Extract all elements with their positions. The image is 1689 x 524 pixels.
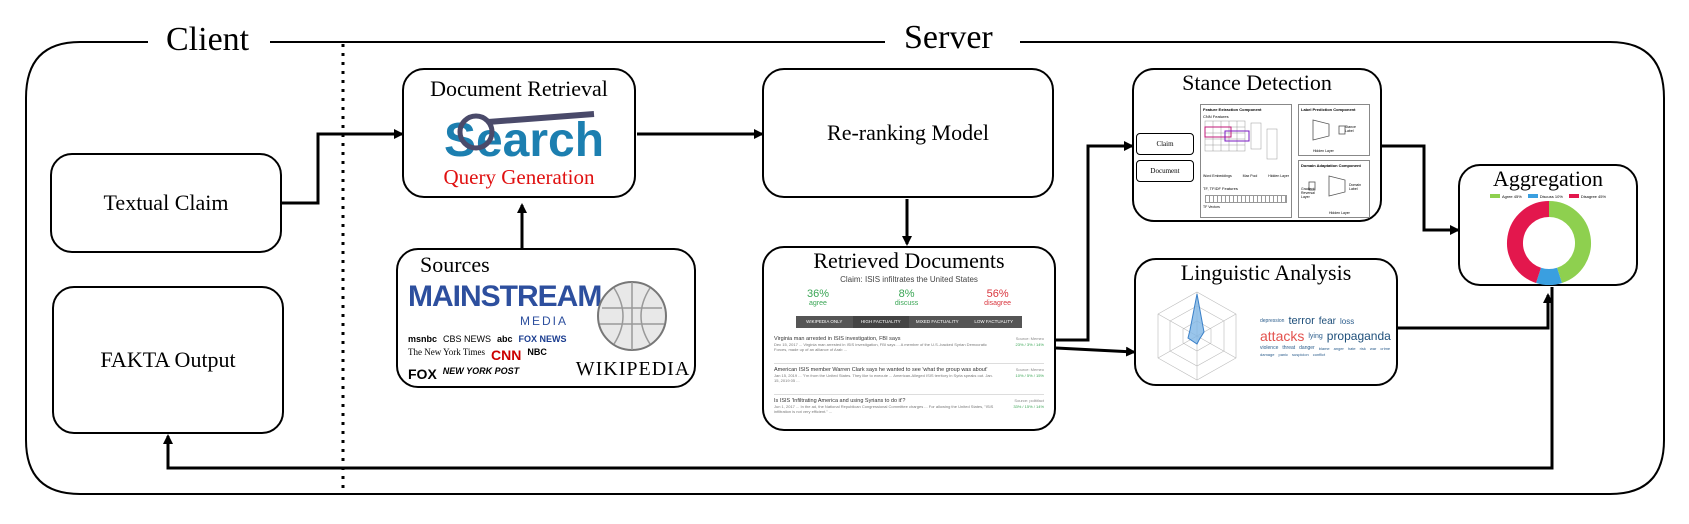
arrow-retrieved-to-stance bbox=[1056, 141, 1134, 342]
search-logo: Search bbox=[444, 111, 604, 166]
cloud-word: blame bbox=[1318, 345, 1330, 351]
legend-disagree: Disagree 45% bbox=[1568, 194, 1606, 199]
retrieved-documents-title: Retrieved Documents bbox=[813, 248, 1005, 273]
outlet-logo: NBC bbox=[527, 347, 547, 357]
outlet-logo: FOX bbox=[408, 366, 437, 382]
cloud-word: propaganda bbox=[1326, 329, 1391, 343]
cloud-word: war bbox=[1369, 345, 1377, 351]
cloud-word: terror bbox=[1288, 315, 1315, 327]
stance-claim-input: Claim bbox=[1136, 133, 1194, 155]
outlet-logo: The New York Times bbox=[408, 347, 486, 357]
donut-slice-agree bbox=[1548, 201, 1591, 283]
aggregation-donut-chart bbox=[1507, 201, 1591, 285]
sources-box: Sources MAINSTREAM MEDIA msnbc CBS NEWS … bbox=[396, 248, 696, 388]
fakta-output-label: FAKTA Output bbox=[100, 347, 236, 372]
cloud-word: anger bbox=[1333, 345, 1344, 351]
client-label: Client bbox=[148, 20, 268, 60]
legend-agree: Agree 45% bbox=[1489, 194, 1522, 199]
aggregation-title: Aggregation bbox=[1493, 166, 1603, 191]
wikipedia-globe-icon bbox=[597, 281, 667, 351]
article-list: Virginia man arrested in ISIS investigat… bbox=[774, 336, 1044, 425]
cloud-word: suspicion bbox=[1292, 352, 1309, 357]
donut-slice-disagree bbox=[1507, 201, 1550, 283]
cnn-feature-grid bbox=[1204, 120, 1278, 160]
cloud-word: threat bbox=[1282, 345, 1296, 351]
cloud-word: conflict bbox=[1312, 352, 1326, 357]
filter-high-factuality[interactable]: HIGH FACTUALITY bbox=[852, 316, 909, 328]
donut-slice-discuss bbox=[1536, 267, 1562, 285]
document-retrieval-title: Document Retrieval bbox=[430, 76, 608, 101]
legend-discuss: Discuss 10% bbox=[1527, 194, 1563, 199]
document-retrieval-box: Document Retrieval Search Query Generati… bbox=[402, 68, 636, 198]
reranking-box: Re-ranking Model bbox=[762, 68, 1054, 198]
arrow-retrieved-to-linguistic bbox=[1055, 346, 1136, 357]
stat-discuss: 8% discuss bbox=[894, 288, 919, 307]
arrow-claim-to-retrieval bbox=[281, 129, 404, 205]
linguistic-analysis-title: Linguistic Analysis bbox=[1180, 260, 1352, 285]
factuality-filter-bar: WIKIPEDIA ONLY HIGH FACTUALITY MIXED FAC… bbox=[796, 316, 1022, 328]
filter-low-factuality[interactable]: LOW FACTUALITY bbox=[974, 319, 1014, 324]
cloud-word: fear bbox=[1318, 315, 1336, 327]
label-prediction-component: Label Prediction Component Stance Label … bbox=[1298, 104, 1370, 156]
magnifier-icon bbox=[457, 113, 495, 151]
aggregation-box: Aggregation Agree 45% Discuss 10% Disagr… bbox=[1458, 164, 1638, 286]
arrow-aggregation-to-output bbox=[163, 287, 1554, 470]
radar-chart bbox=[1157, 291, 1237, 381]
cloud-word: crime bbox=[1380, 345, 1391, 351]
outlet-logo: CNN bbox=[491, 347, 522, 363]
domain-adaptation-component: Domain Adaptation Component Gradient Rev… bbox=[1298, 160, 1370, 218]
cloud-word: hate bbox=[1347, 345, 1356, 351]
wikipedia-logo: WIKIPEDIA bbox=[575, 358, 691, 380]
textual-claim-box: Textual Claim bbox=[50, 153, 282, 253]
search-logo-text: Search bbox=[444, 114, 604, 166]
sources-title: Sources bbox=[420, 252, 490, 277]
radar-series bbox=[1187, 293, 1205, 345]
media-logo: MEDIA bbox=[519, 314, 568, 328]
outlet-logo: msnbc bbox=[408, 334, 438, 344]
list-item[interactable]: Is ISIS 'Infiltrating America and using … bbox=[774, 398, 1044, 414]
system-frame bbox=[25, 41, 1665, 495]
word-cloud: depression terror fear loss attacks lyin… bbox=[1260, 290, 1392, 382]
query-generation-label: Query Generation bbox=[443, 165, 595, 189]
outlet-logo: abc bbox=[497, 334, 513, 344]
list-item[interactable]: Virginia man arrested in ISIS investigat… bbox=[774, 336, 1044, 364]
reranking-label: Re-ranking Model bbox=[827, 120, 989, 145]
stance-detection-box: Stance Detection Claim Document Feature … bbox=[1132, 68, 1382, 222]
arrow-linguistic-to-aggregation bbox=[1398, 293, 1553, 330]
stat-agree: 36% agree bbox=[806, 288, 829, 307]
cloud-word: depression bbox=[1260, 318, 1285, 324]
stance-detection-title: Stance Detection bbox=[1182, 70, 1332, 95]
outlet-logos: msnbc CBS NEWS abc FOX NEWS The New York… bbox=[408, 334, 578, 382]
cloud-word: danger bbox=[1299, 345, 1315, 351]
fakta-output-box: FAKTA Output bbox=[52, 286, 284, 434]
linguistic-analysis-box: Linguistic Analysis depression terror fe… bbox=[1134, 258, 1398, 386]
outlet-logo: NEW YORK POST bbox=[442, 366, 520, 376]
server-label: Server bbox=[886, 18, 1011, 58]
feature-extraction-component: Feature Extraction Component CNN Feature… bbox=[1200, 104, 1292, 218]
cloud-word: panic bbox=[1278, 352, 1289, 357]
list-item[interactable]: American ISIS member Warren Clark says h… bbox=[774, 367, 1044, 395]
cloud-word: lying bbox=[1308, 332, 1323, 340]
cloud-word: loss bbox=[1339, 316, 1355, 326]
donut-legend: Agree 45% Discuss 10% Disagree 45% bbox=[1460, 194, 1636, 199]
stance-stats: 36% agree 8% discuss 56% disagree bbox=[774, 288, 1044, 307]
filter-mixed-factuality[interactable]: MIXED FACTUALITY bbox=[915, 319, 959, 324]
cloud-word: risk bbox=[1359, 345, 1366, 351]
stat-disagree: 56% disagree bbox=[984, 288, 1012, 307]
cloud-word: violence bbox=[1260, 345, 1279, 351]
mainstream-logo: MAINSTREAM bbox=[408, 280, 602, 313]
cloud-word: attacks bbox=[1260, 328, 1305, 344]
outlet-logo: CBS NEWS bbox=[443, 334, 492, 344]
claim-text: Claim: ISIS infiltrates the United State… bbox=[840, 275, 978, 284]
arrow-stance-to-aggregation bbox=[1382, 144, 1460, 235]
tfidf-vector bbox=[1205, 195, 1287, 203]
filter-wikipedia-only[interactable]: WIKIPEDIA ONLY bbox=[806, 319, 843, 324]
outlet-logo: FOX NEWS bbox=[518, 334, 567, 344]
retrieved-documents-box: Retrieved Documents Claim: ISIS infiltra… bbox=[762, 246, 1056, 431]
stance-document-input: Document bbox=[1136, 160, 1194, 182]
cloud-word: damage bbox=[1260, 352, 1275, 357]
textual-claim-label: Textual Claim bbox=[103, 190, 229, 215]
